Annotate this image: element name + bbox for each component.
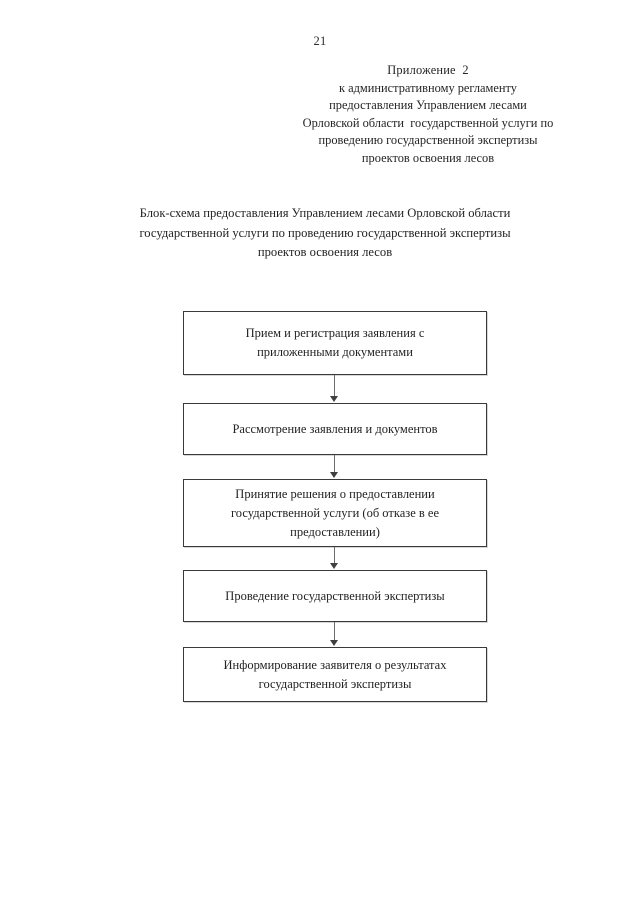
page-number: 21	[313, 34, 327, 48]
flowchart-connector-1	[183, 375, 487, 403]
connector-line-icon	[334, 455, 335, 473]
connector-line-icon	[334, 547, 335, 564]
document-title-line-1: Блок-схема предоставления Управлением ле…	[139, 206, 511, 220]
connector-line-icon	[334, 622, 335, 641]
flowchart-node-5-line-2: государственной экспертизы	[258, 676, 412, 691]
flowchart-node-1: Прием и регистрация заявления с приложен…	[183, 311, 487, 375]
flowchart-node-3-line-3: предоставлении)	[290, 524, 380, 539]
arrow-down-icon	[330, 472, 338, 478]
appendix-line-2: к административному регламенту	[339, 80, 517, 95]
appendix-line-6: проектов освоения лесов	[361, 150, 495, 165]
appendix-line-3: предоставления Управлением лесами	[329, 98, 527, 113]
flowchart-node-4: Проведение государственной экспертизы	[183, 570, 487, 622]
appendix-line-5: проведению государственной экспертизы	[318, 133, 538, 148]
document-title-line-2: государственной услуги по проведению гос…	[139, 225, 511, 240]
flowchart-node-5: Информирование заявителя о результатах г…	[183, 647, 487, 702]
flowchart-node-3: Принятие решения о предоставлении госуда…	[183, 479, 487, 547]
flowchart-node-3-line-2: государственной услуги (об отказе в ее	[230, 505, 440, 520]
document-title-line-3: проектов освоения лесов	[257, 245, 393, 259]
connector-line-icon	[334, 375, 335, 397]
appendix-line-1: Приложение 2	[387, 63, 469, 77]
flowchart-node-1-line-2: приложенными документами	[257, 345, 413, 359]
flowchart-connector-4	[183, 622, 487, 647]
flowchart-node-4-line-1: Проведение государственной экспертизы	[225, 588, 445, 603]
flowchart-node-2-line-1: Рассмотрение заявления и документов	[232, 421, 438, 436]
flowchart-diagram: Прием и регистрация заявления с приложен…	[183, 311, 487, 702]
arrow-down-icon	[330, 640, 338, 646]
appendix-header-block: Приложение 2 к административному регламе…	[268, 62, 588, 168]
arrow-down-icon	[330, 396, 338, 402]
flowchart-node-3-line-1: Принятие решения о предоставлении	[235, 486, 435, 501]
flowchart-node-1-line-1: Прием и регистрация заявления с	[245, 326, 425, 340]
flowchart-connector-2	[183, 455, 487, 479]
flowchart-connector-3	[183, 547, 487, 570]
flowchart-node-2: Рассмотрение заявления и документов	[183, 403, 487, 455]
arrow-down-icon	[330, 563, 338, 569]
appendix-line-4: Орловской области государственной услуги…	[302, 115, 554, 130]
document-title: Блок-схема предоставления Управлением ле…	[100, 204, 550, 263]
flowchart-node-5-line-1: Информирование заявителя о результатах	[223, 657, 447, 672]
